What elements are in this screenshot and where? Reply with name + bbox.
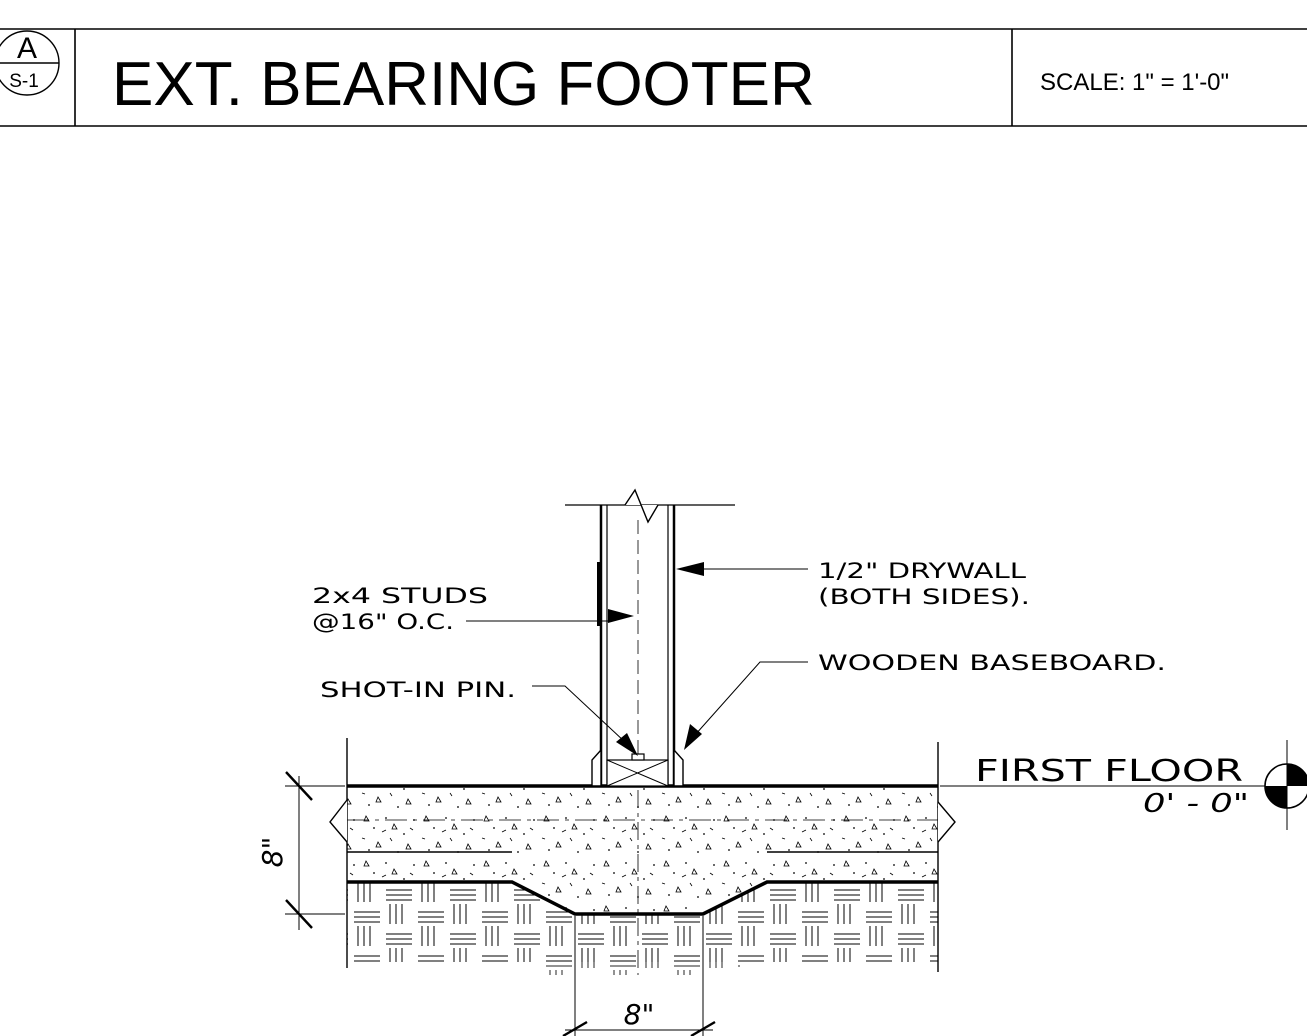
width-dim-text: 8"	[624, 998, 655, 1031]
height-tick-top	[285, 771, 313, 801]
right-break-symbol	[937, 801, 956, 843]
datum-quadrant-tr	[1287, 764, 1307, 786]
studs-arrow	[608, 609, 634, 623]
bottom-plate-x	[606, 759, 669, 787]
earth-fill-lower	[540, 914, 740, 975]
baseboard-left	[591, 748, 602, 787]
height-dim-text: 8"	[256, 837, 289, 868]
slab-bottom-line	[347, 880, 938, 916]
studs-label-line2: @16" O.C.	[312, 610, 454, 634]
level-marker: FIRST FLOOR 0' - 0"	[940, 740, 1307, 830]
callouts: 2x4 STUDS @16" O.C. 1/2" DRYWALL (BOTH S…	[312, 559, 1166, 756]
shot-pin-arrow	[616, 733, 638, 756]
width-tick-right	[690, 1020, 716, 1036]
datum-symbol	[1264, 740, 1307, 830]
baseboard-label: WOODEN BASEBOARD.	[818, 651, 1166, 675]
width-dimension: 8"	[562, 916, 716, 1036]
drywall-label-line1: 1/2" DRYWALL	[818, 559, 1026, 583]
height-dimension: 8"	[256, 771, 345, 930]
detail-letter: A	[17, 32, 37, 65]
sheet-number: S-1	[9, 71, 39, 92]
height-tick-bottom	[285, 899, 313, 929]
level-name: FIRST FLOOR	[975, 754, 1243, 789]
scale-label: SCALE: 1" = 1'-0"	[1040, 69, 1229, 96]
shot-pin-leader	[532, 685, 626, 743]
detail-title: EXT. BEARING FOOTER	[112, 50, 815, 119]
baseboard-arrow	[684, 724, 702, 750]
shot-in-pin	[631, 753, 645, 761]
studs-label-line1: 2x4 STUDS	[312, 584, 488, 608]
width-tick-left	[562, 1020, 588, 1036]
stud-blocking	[597, 562, 602, 626]
footer-section	[329, 738, 956, 975]
level-elevation: 0' - 0"	[1143, 789, 1249, 819]
stud-wall	[565, 488, 735, 787]
drywall-arrow	[676, 562, 704, 576]
datum-quadrant-bl	[1265, 786, 1287, 808]
left-break-symbol	[329, 799, 348, 843]
title-block: A S-1 EXT. BEARING FOOTER SCALE: 1" = 1'…	[0, 28, 1307, 127]
drywall-label-line2: (BOTH SIDES).	[818, 585, 1030, 609]
shot-pin-label: SHOT-IN PIN.	[320, 678, 516, 702]
detail-bubble: A S-1	[0, 30, 60, 96]
baseboard-right	[673, 748, 684, 787]
baseboard-leader	[694, 661, 808, 736]
wall-break-symbol	[624, 488, 659, 524]
